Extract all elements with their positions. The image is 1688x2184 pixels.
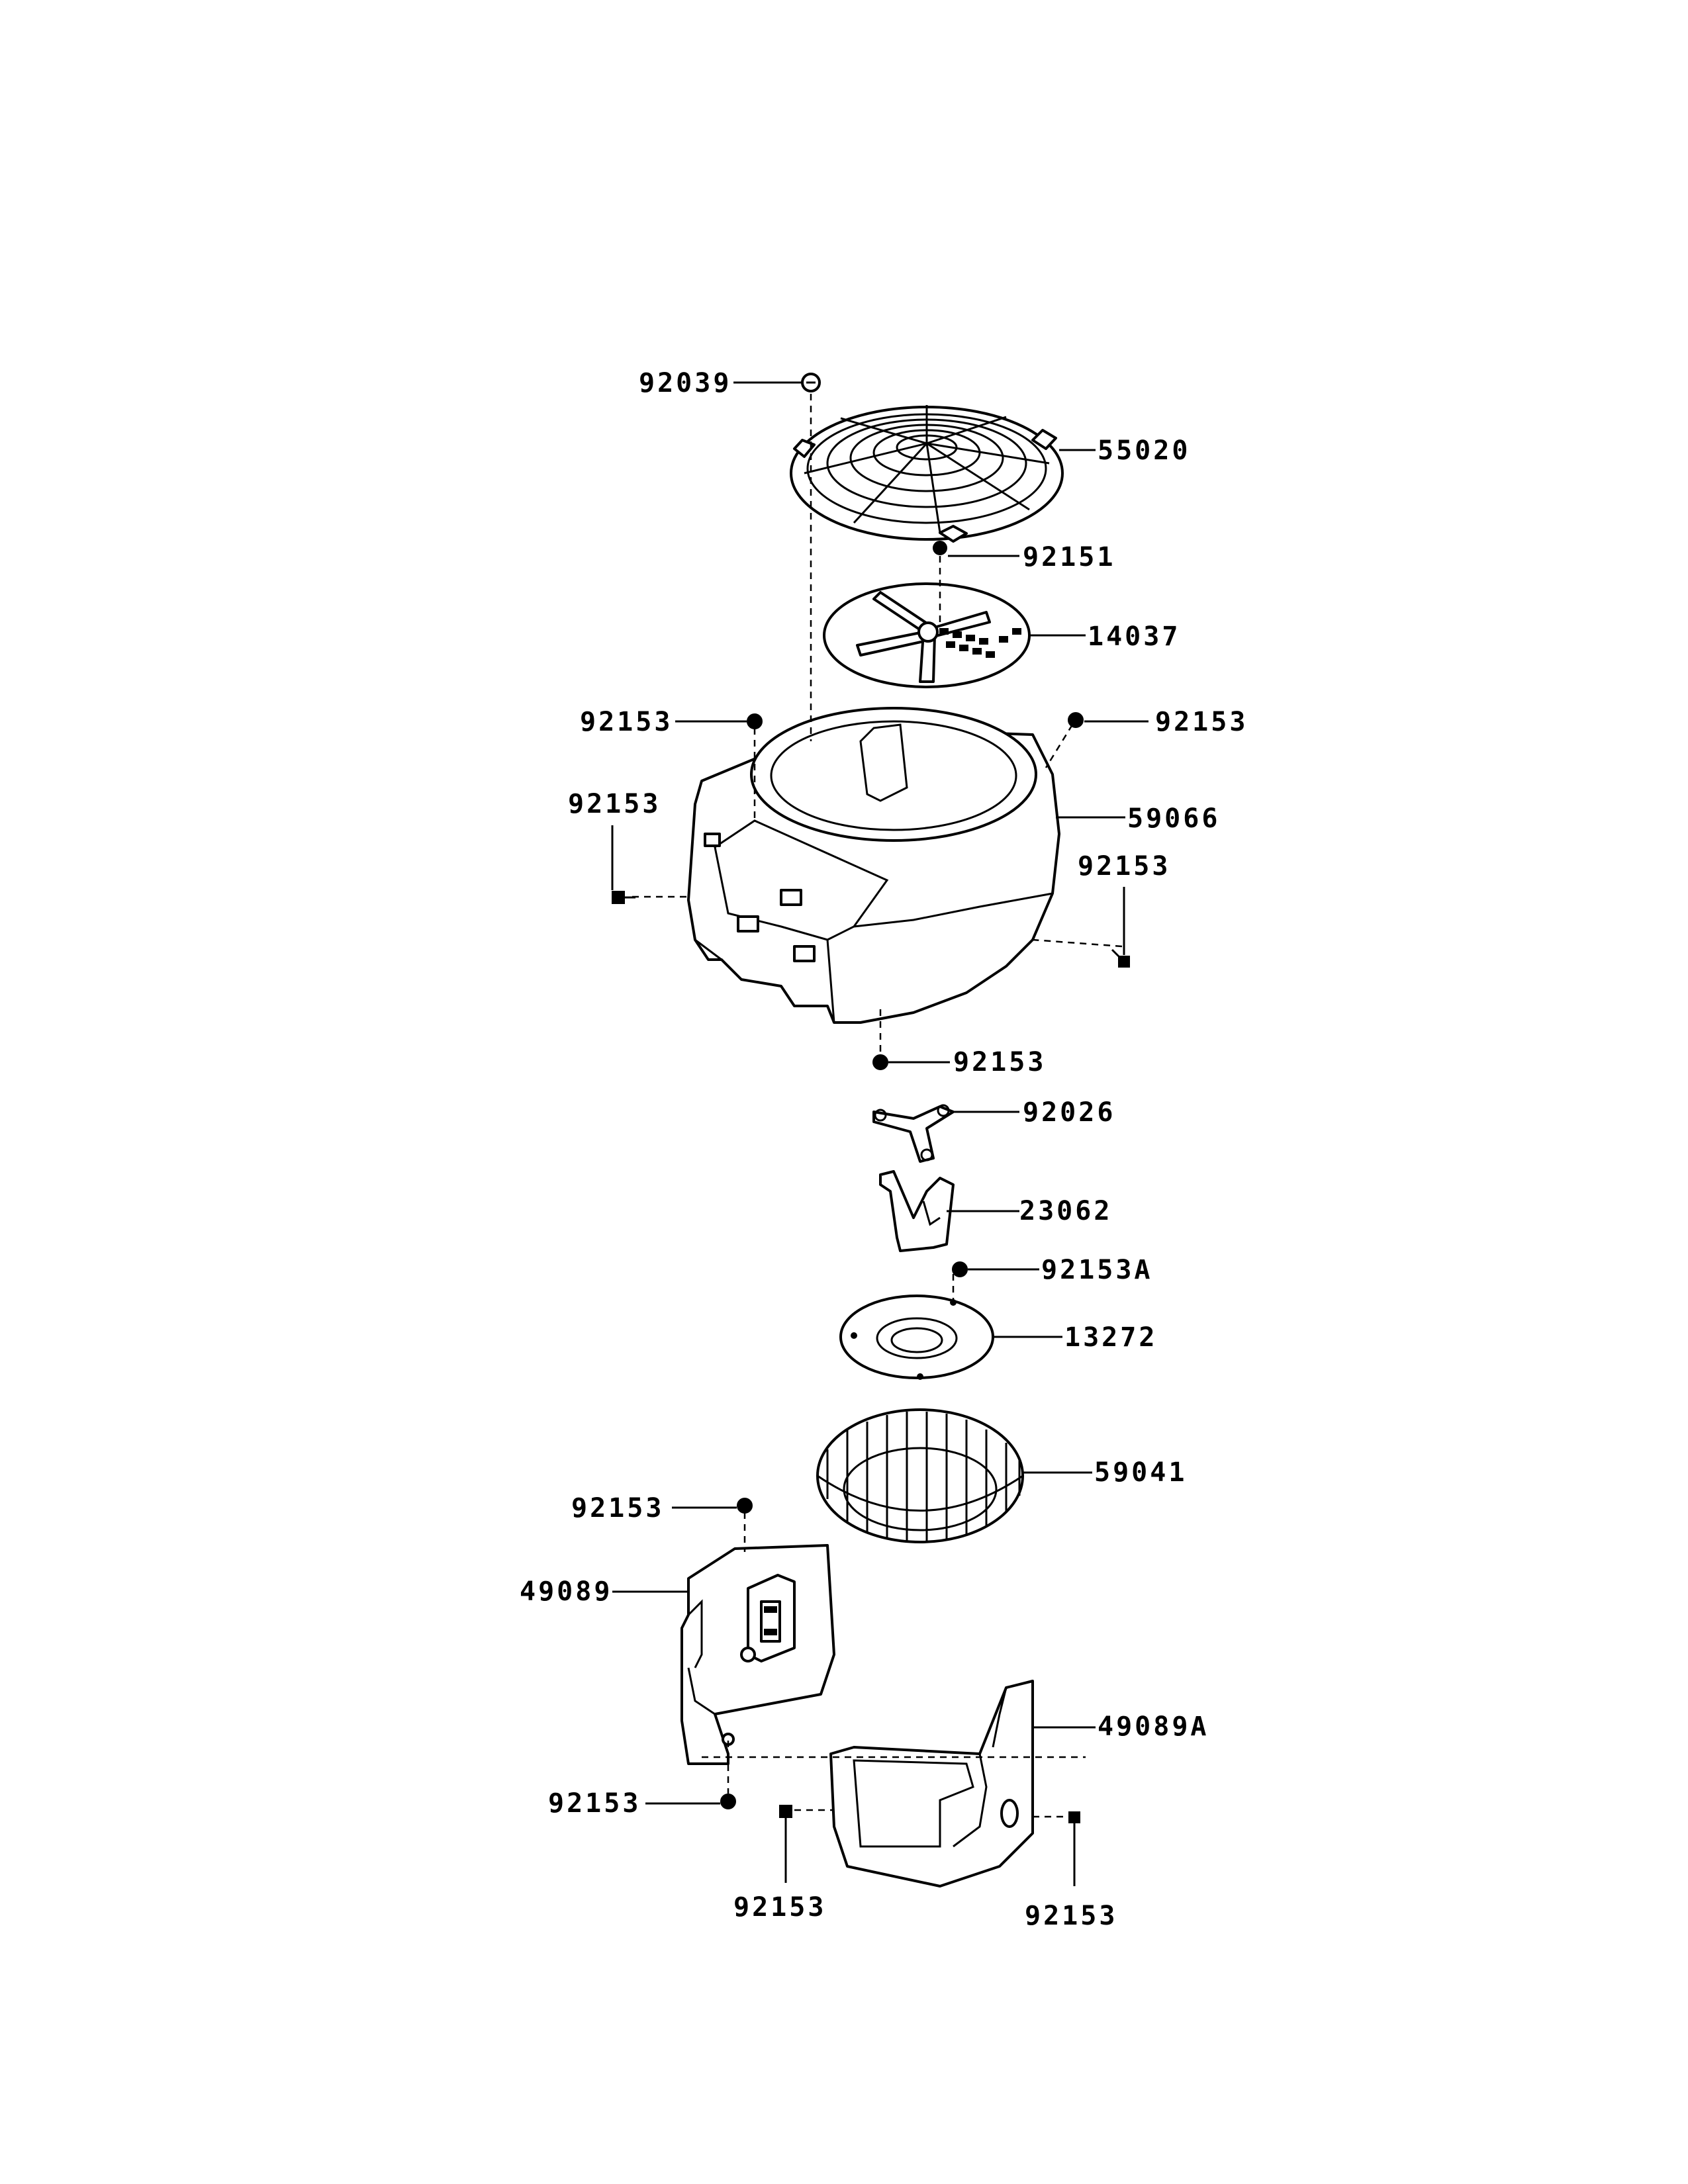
part-cup-23062 — [879, 1170, 955, 1252]
screw-92153-left — [612, 891, 635, 904]
callout-92151: 92151 — [1023, 542, 1115, 572]
callout-92153-lower-left: 92153 — [733, 1892, 826, 1923]
screw-92153-lower-left — [779, 1805, 792, 1818]
callout-23062: 23062 — [1019, 1196, 1112, 1226]
part-ring-plate-13272 — [839, 1295, 994, 1380]
screw-92153-right — [1111, 948, 1130, 968]
callout-92153-top-left: 92153 — [580, 707, 673, 737]
screw-92153A — [952, 1261, 968, 1277]
callout-59041: 59041 — [1094, 1457, 1187, 1488]
callout-55020: 55020 — [1098, 435, 1190, 466]
callout-92153-lower-right: 92153 — [1025, 1901, 1117, 1931]
fasteners — [612, 373, 1130, 1823]
alignment-lines — [632, 394, 1123, 1818]
callout-49089: 49089 — [520, 1576, 612, 1607]
part-baffle-49089 — [680, 1544, 835, 1765]
screw-92153-lower-right — [1068, 1811, 1080, 1823]
part-housing-59066 — [687, 707, 1060, 1024]
callout-92153-baffle-top: 92153 — [571, 1493, 664, 1524]
callout-92026: 92026 — [1023, 1097, 1115, 1128]
screw-92039 — [801, 373, 821, 392]
callout-92153-right: 92153 — [1078, 851, 1170, 882]
callout-13272: 13272 — [1064, 1322, 1157, 1353]
part-fan-plate-14037 — [823, 582, 1031, 688]
callout-labels: 92039 55020 92151 14037 92153 92153 9215… — [520, 368, 1248, 1931]
screw-92153-top-left — [747, 713, 763, 729]
callout-59066: 59066 — [1127, 803, 1220, 834]
callout-92153-baffle-bottom: 92153 — [548, 1788, 641, 1819]
callout-92153-top-right: 92153 — [1155, 707, 1248, 737]
part-screen-55020 — [790, 405, 1064, 543]
screw-92153-bottom — [872, 1054, 888, 1070]
part-plate-92026 — [872, 1104, 955, 1163]
callout-92039: 92039 — [639, 368, 731, 398]
callout-92153A: 92153A — [1041, 1255, 1153, 1285]
leader-lines — [611, 381, 1149, 1886]
screw-92153-baffle-top — [737, 1498, 753, 1514]
screw-92153-baffle-bottom — [720, 1794, 736, 1809]
callout-49089A: 49089A — [1098, 1711, 1209, 1742]
callout-92153-bottom: 92153 — [953, 1047, 1046, 1077]
screw-92151 — [933, 541, 947, 555]
part-baffle-49089A — [829, 1680, 1034, 1888]
callout-14037: 14037 — [1088, 621, 1180, 652]
screw-92153-top-right — [1068, 712, 1084, 728]
callout-92153-left: 92153 — [568, 789, 661, 819]
part-fan-59041 — [816, 1408, 1024, 1543]
